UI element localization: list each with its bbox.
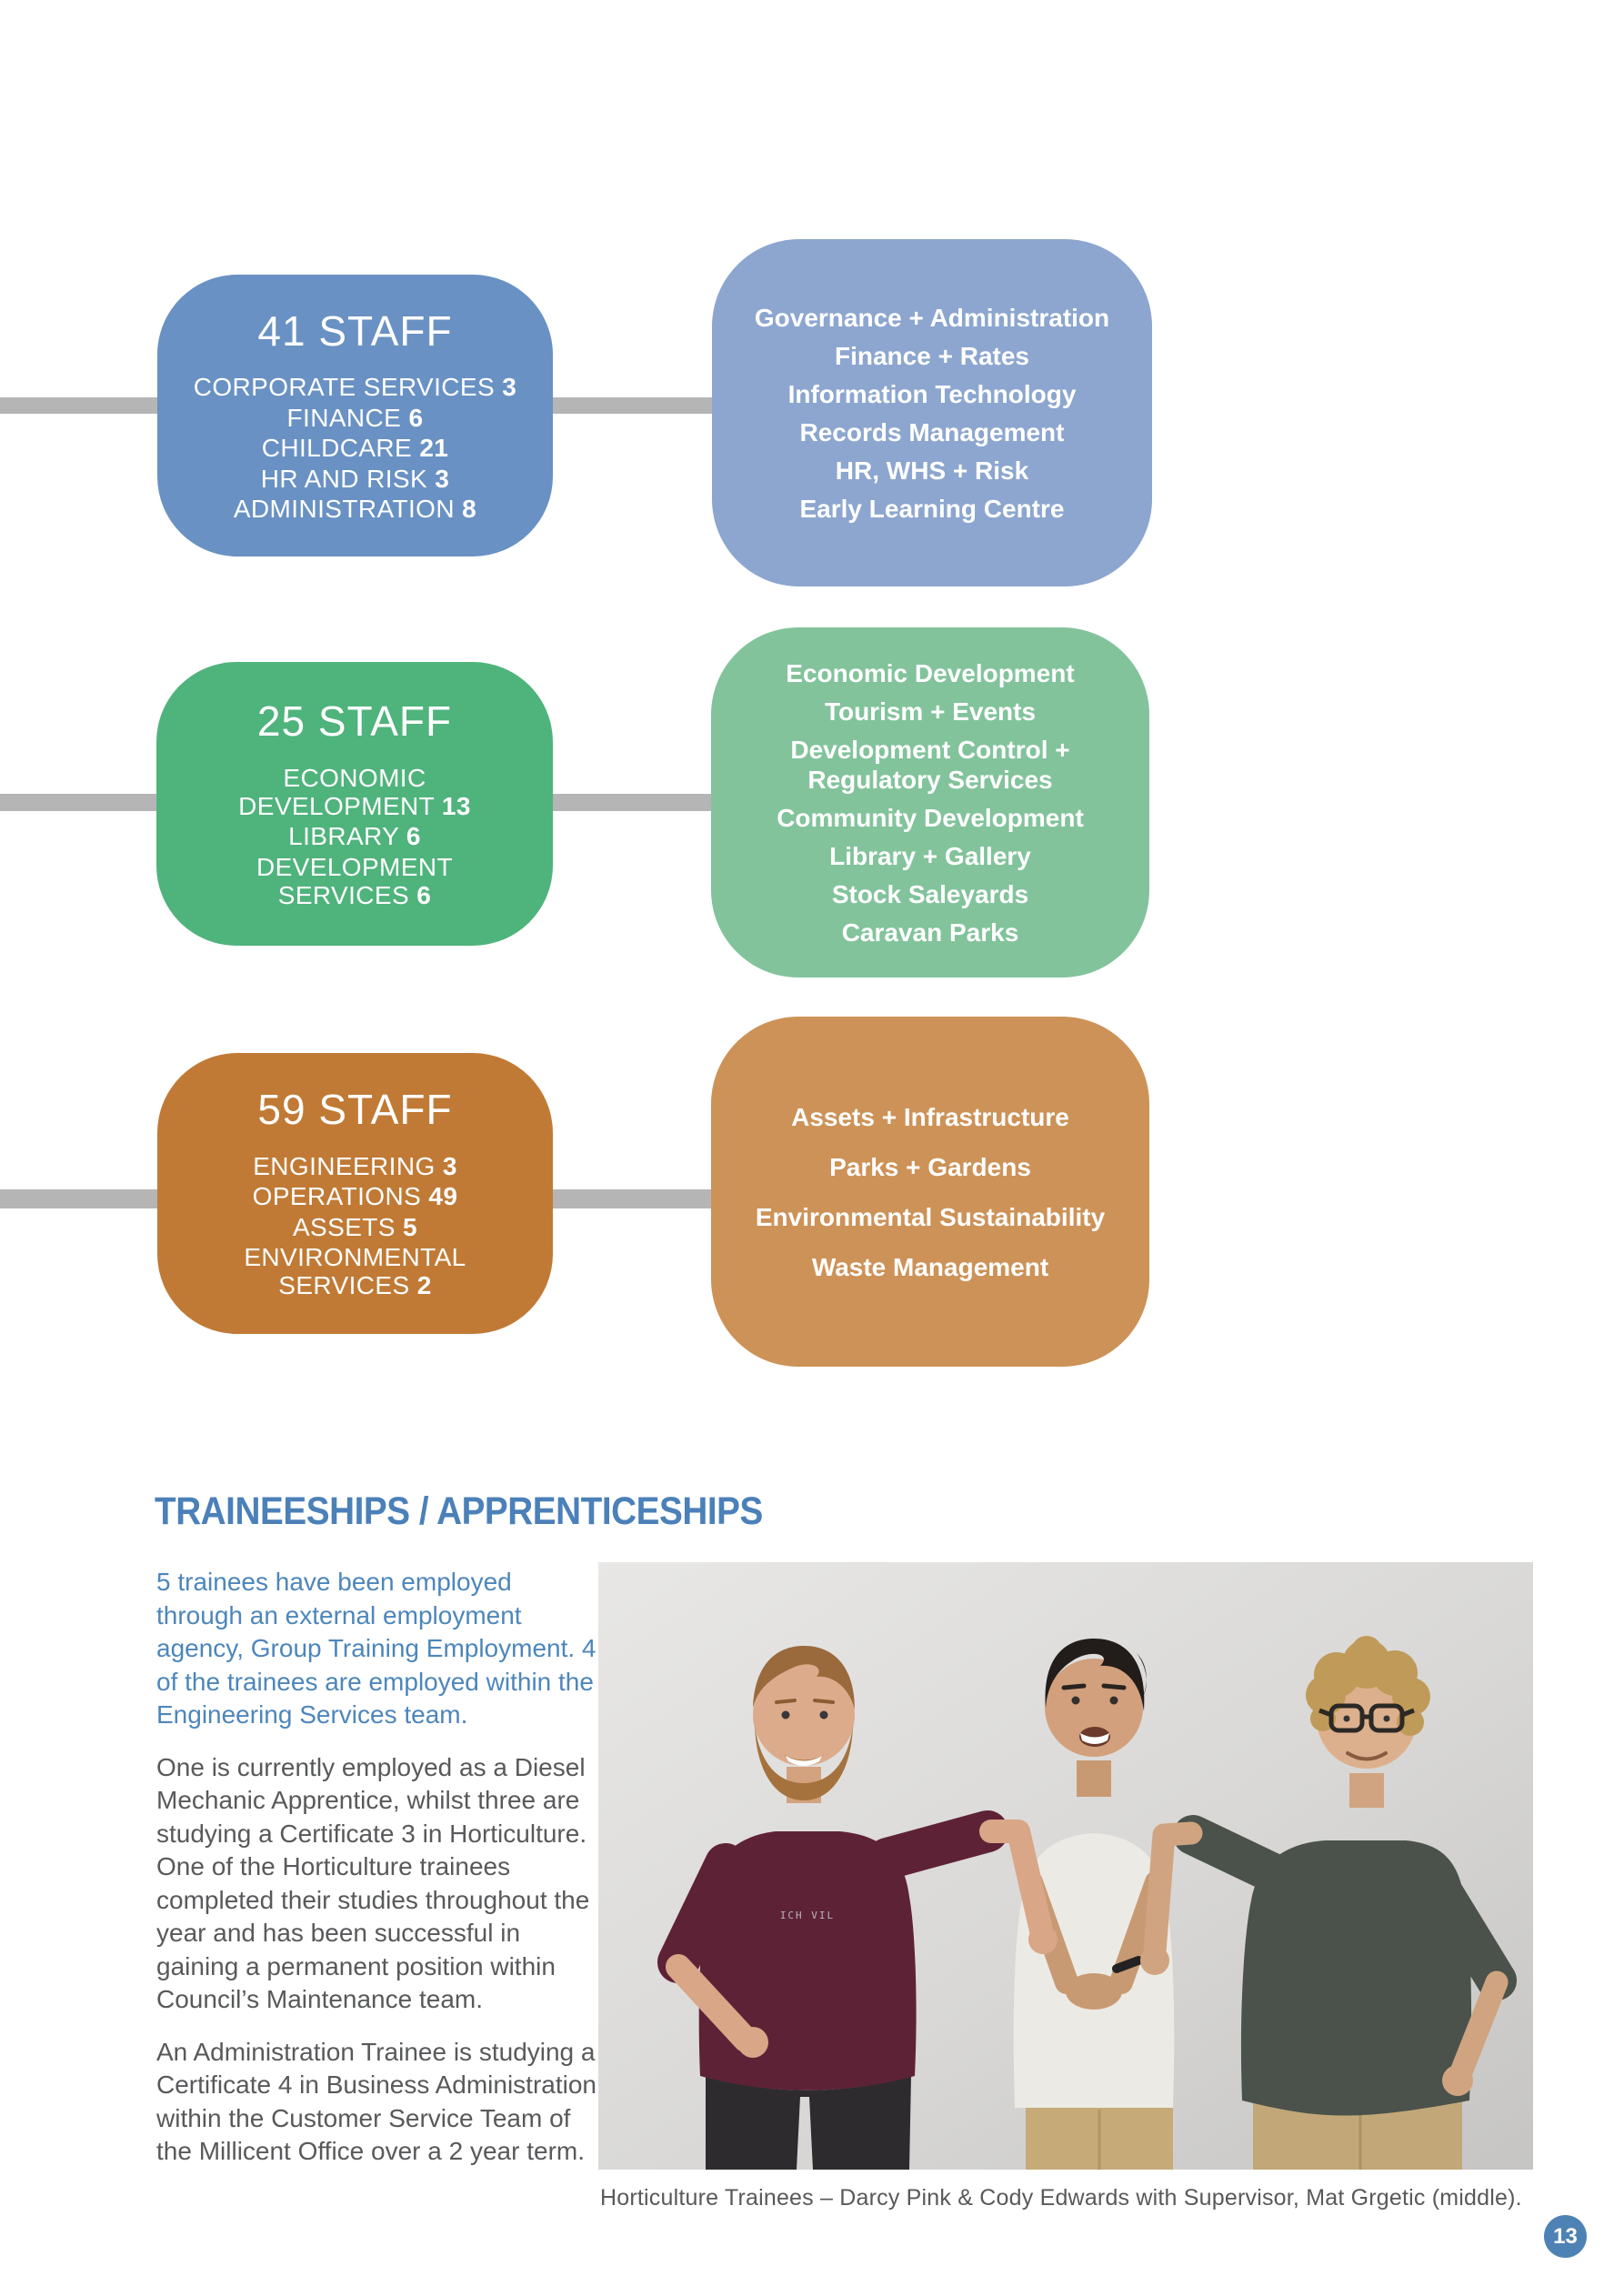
shirt-logo-text: ICH VIL: [780, 1910, 835, 1921]
page-number-badge: 13: [1544, 2215, 1587, 2258]
staff-line: ENVIRONMENTAL SERVICES 2: [244, 1243, 466, 1300]
page-number: 13: [1553, 2223, 1578, 2249]
staff-line: DEVELOPMENT SERVICES 6: [256, 852, 453, 909]
department-line: Tourism + Events: [824, 697, 1037, 726]
body-paragraph: An Administration Trainee is studying a …: [156, 2037, 596, 2166]
section-heading: TRAINEESHIPS / APPRENTICESHIPS: [155, 1489, 830, 1534]
staff-line: CHILDCARE 21: [261, 434, 449, 462]
staff-count-title: 59 STAFF: [257, 1086, 453, 1134]
department-line: HR, WHS + Risk: [835, 456, 1029, 485]
staff-count-title: 25 STAFF: [256, 697, 453, 745]
trainees-photo: ICH VIL: [598, 1562, 1533, 2170]
staff-line: HR AND RISK 3: [260, 464, 450, 493]
staff-count-title: 41 STAFF: [257, 306, 453, 355]
department-line: Library + Gallery: [829, 841, 1031, 870]
person-middle: [1013, 1639, 1175, 2170]
staff-line: ADMINISTRATION 8: [233, 495, 477, 523]
person-left: ICH VIL: [657, 1646, 1058, 2170]
staff-line: ASSETS 5: [292, 1212, 418, 1241]
department-line: Development Control + Regulatory Service…: [790, 735, 1070, 794]
department-line: Stock Saleyards: [831, 879, 1029, 908]
department-line: Records Management: [799, 417, 1065, 446]
department-line: Waste Management: [811, 1252, 1049, 1281]
staff-line: ECONOMIC DEVELOPMENT 13: [238, 763, 471, 820]
traineeships-text-column: 5 trainees have been employed through an…: [156, 1566, 600, 2188]
photo-caption: Horticulture Trainees – Darcy Pink & Cod…: [600, 2185, 1522, 2211]
department-line: Governance + Administration: [754, 303, 1110, 332]
intro-paragraph: 5 trainees have been employed through an…: [156, 1568, 596, 1729]
department-line: Environmental Sustainability: [755, 1202, 1106, 1231]
glasses: [1318, 1703, 1415, 1733]
department-line: Community Development: [777, 803, 1084, 832]
department-line: Economic Development: [786, 658, 1075, 687]
section-heading-text: TRAINEESHIPS / APPRENTICESHIPS: [155, 1489, 763, 1533]
department-line: Finance + Rates: [835, 341, 1029, 370]
department-line: Caravan Parks: [841, 917, 1019, 947]
staff-line: LIBRARY 6: [288, 822, 421, 850]
department-line: Early Learning Centre: [799, 494, 1065, 523]
department-line: Assets + Infrastructure: [791, 1102, 1069, 1131]
staff-line: OPERATIONS 49: [252, 1182, 458, 1211]
body-paragraph: One is currently employed as a Diesel Me…: [156, 1752, 590, 2014]
department-line: Information Technology: [787, 379, 1077, 408]
staff-line: FINANCE 6: [286, 403, 424, 432]
trainees-photo-illustration: ICH VIL: [598, 1562, 1533, 2170]
person-right: [1140, 1636, 1517, 2170]
staff-line: CORPORATE SERVICES 3: [193, 373, 517, 401]
staff-line: ENGINEERING 3: [253, 1151, 457, 1180]
department-line: Parks + Gardens: [829, 1152, 1031, 1181]
